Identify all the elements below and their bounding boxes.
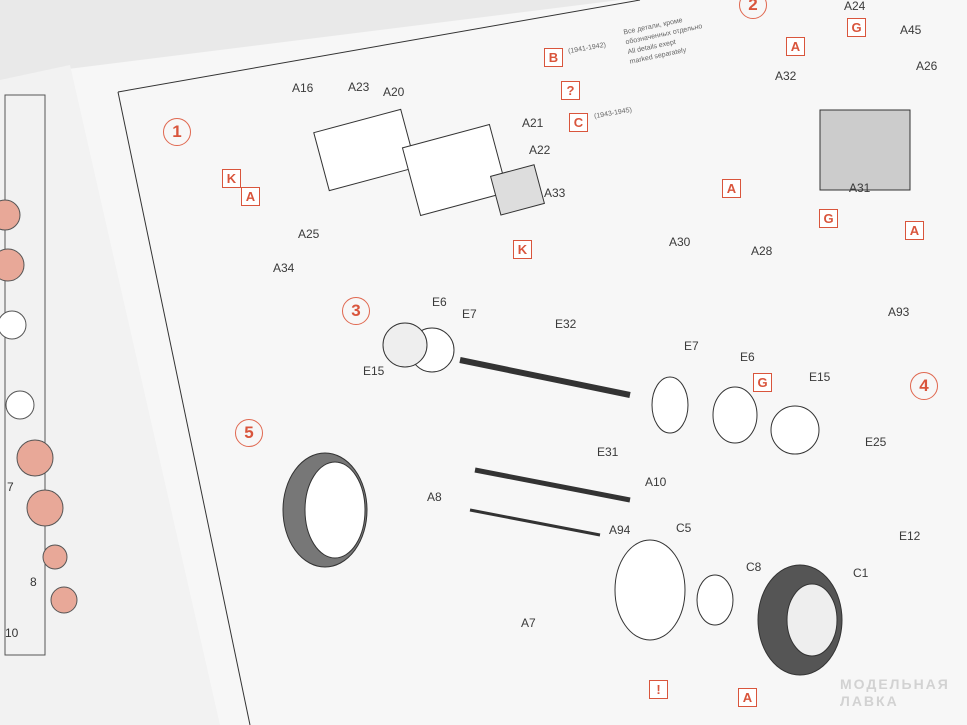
part-label: A26 <box>916 59 938 73</box>
watermark-line2: ЛАВКА <box>840 693 899 709</box>
part-label: A94 <box>609 523 631 537</box>
warning-marker: ! <box>649 680 668 699</box>
part-label: A28 <box>751 244 773 258</box>
part-label: C1 <box>853 566 869 580</box>
part-label: C8 <box>746 560 762 574</box>
part-label: A21 <box>522 116 544 130</box>
part-label: E32 <box>555 317 577 331</box>
marker-k: K <box>513 240 532 259</box>
variant-unknown-box: ? <box>561 81 580 100</box>
part-label: A10 <box>645 475 667 489</box>
sprue-frame <box>4 94 46 656</box>
sprue-number: 7 <box>7 480 14 494</box>
part-label: A25 <box>298 227 320 241</box>
part-label: C5 <box>676 521 692 535</box>
page-border-left <box>117 91 251 725</box>
step-3-badge: 3 <box>342 297 370 325</box>
step-5-badge: 5 <box>235 419 263 447</box>
variant-c-box: C <box>569 113 588 132</box>
part-label: E6 <box>432 295 447 309</box>
part-label: E31 <box>597 445 619 459</box>
marker-g: G <box>753 373 772 392</box>
part-label: A31 <box>849 181 871 195</box>
variant-b-box: B <box>544 48 563 67</box>
part-label: E7 <box>462 307 477 321</box>
marker-k: K <box>222 169 241 188</box>
part-label: A45 <box>900 23 922 37</box>
watermark-logo: МОДЕЛЬНАЯ ЛАВКА <box>840 676 950 710</box>
marker-a: A <box>241 187 260 206</box>
marker-g: G <box>847 18 866 37</box>
page-border-top <box>117 0 641 93</box>
watermark-line1: МОДЕЛЬНАЯ <box>840 676 950 692</box>
part-label: A7 <box>521 616 536 630</box>
drawings <box>282 108 911 676</box>
part-label: A8 <box>427 490 442 504</box>
marker-a: A <box>786 37 805 56</box>
part-label: A20 <box>383 85 405 99</box>
part-label: A16 <box>292 81 314 95</box>
part-label: A22 <box>529 143 551 157</box>
part-label: E7 <box>684 339 699 353</box>
part-label: A34 <box>273 261 295 275</box>
part-label: E25 <box>865 435 887 449</box>
part-label: A33 <box>544 186 566 200</box>
part-label: A32 <box>775 69 797 83</box>
sprue-parts <box>0 199 78 614</box>
marker-g: G <box>819 209 838 228</box>
step-1-badge: 1 <box>163 118 191 146</box>
part-label: E6 <box>740 350 755 364</box>
marker-a: A <box>905 221 924 240</box>
sprue-number: 8 <box>30 575 37 589</box>
part-label: A30 <box>669 235 691 249</box>
part-label: A24 <box>844 0 866 13</box>
marker-a: A <box>738 688 757 707</box>
part-label: E15 <box>363 364 385 378</box>
part-label: A93 <box>888 305 910 319</box>
sprue-number: 10 <box>5 626 19 640</box>
part-label: E12 <box>899 529 921 543</box>
step-4-badge: 4 <box>910 372 938 400</box>
part-label: A23 <box>348 80 370 94</box>
part-label: E15 <box>809 370 831 384</box>
marker-a: A <box>722 179 741 198</box>
